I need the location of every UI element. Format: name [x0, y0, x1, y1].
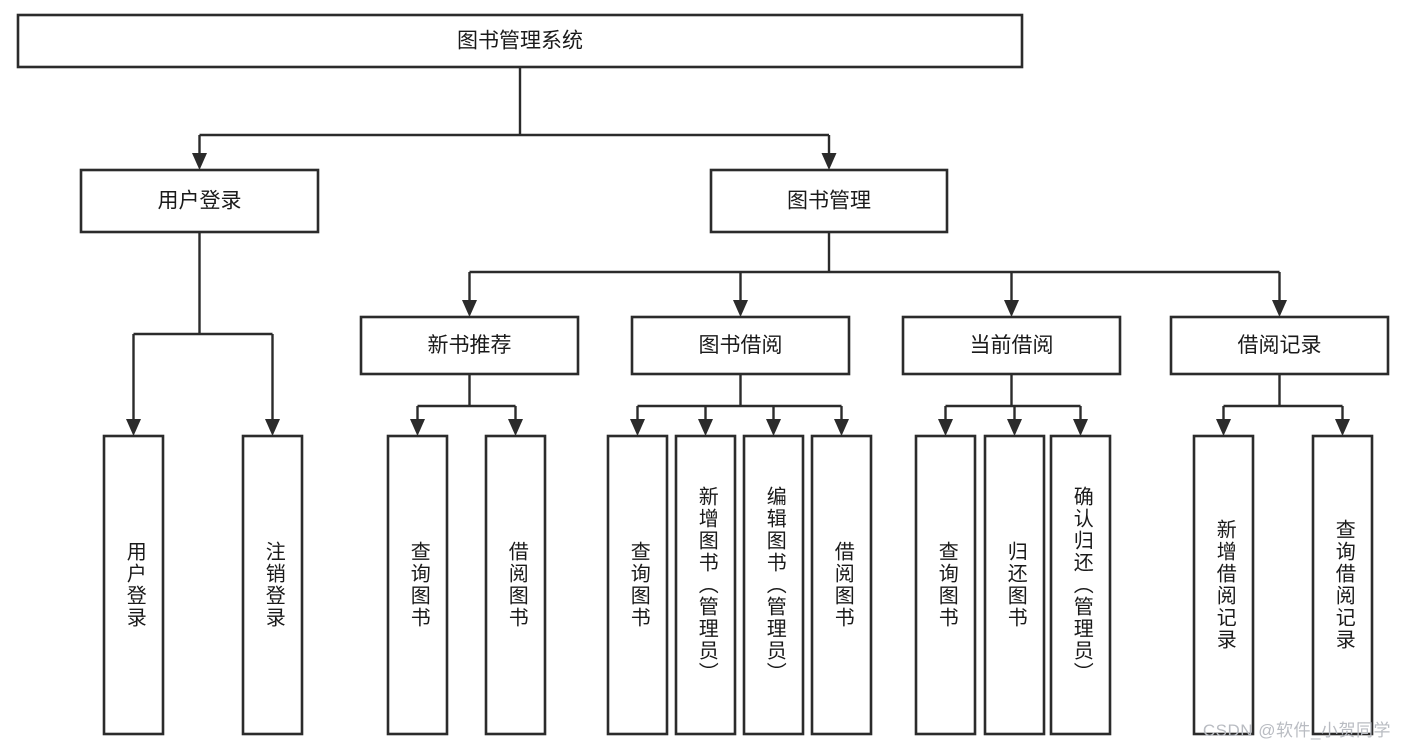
node-leaf-box[interactable] — [1192, 434, 1255, 736]
node-level3-label: 图书借阅 — [699, 334, 783, 357]
node-level3-label: 当前借阅 — [970, 334, 1054, 357]
node-level3-box[interactable] — [630, 315, 851, 376]
watermark-credit: CSDN @软件_小贺同学 — [1202, 721, 1391, 740]
node-level2-label: 用户登录 — [158, 190, 242, 213]
node-leaf-box[interactable] — [983, 434, 1046, 736]
node-level3-box[interactable] — [901, 315, 1122, 376]
node-level3-label: 新书推荐 — [428, 334, 512, 357]
arrow-head-icon — [938, 419, 953, 436]
node-leaf-box[interactable] — [810, 434, 873, 736]
node-leaf-box[interactable] — [102, 434, 165, 736]
arrow-head-icon — [766, 419, 781, 436]
node-leaf-box[interactable] — [484, 434, 547, 736]
arrow-head-icon — [462, 300, 477, 317]
node-leaf-box[interactable] — [606, 434, 669, 736]
node-level2-box[interactable] — [709, 168, 949, 234]
arrow-head-icon — [1216, 419, 1231, 436]
node-leaf-box[interactable] — [1049, 434, 1112, 736]
node-level2-label: 图书管理 — [787, 190, 871, 213]
arrow-head-icon — [821, 153, 837, 170]
node-leaf-box[interactable] — [674, 434, 737, 736]
arrow-head-icon — [733, 300, 748, 317]
node-leaf-box[interactable] — [241, 434, 304, 736]
arrow-head-icon — [508, 419, 523, 436]
node-level3-box[interactable] — [1169, 315, 1390, 376]
arrow-head-icon — [1004, 300, 1019, 317]
arrow-head-icon — [1073, 419, 1088, 436]
node-level3-box[interactable] — [359, 315, 580, 376]
arrow-head-icon — [1007, 419, 1022, 436]
arrow-head-icon — [1272, 300, 1287, 317]
node-leaf-box[interactable] — [386, 434, 449, 736]
arrow-head-icon — [410, 419, 425, 436]
connectors-layer — [126, 67, 1350, 436]
arrow-head-icon — [192, 153, 207, 170]
arrow-head-icon — [1335, 419, 1350, 436]
arrow-head-icon — [265, 419, 280, 436]
arrow-head-icon — [126, 419, 141, 436]
node-leaf-box[interactable] — [1311, 434, 1374, 736]
node-level2-box[interactable] — [79, 168, 320, 234]
node-leaf-box[interactable] — [914, 434, 977, 736]
node-level3-label: 借阅记录 — [1238, 334, 1322, 357]
boxes-layer — [16, 13, 1390, 736]
node-root-label: 图书管理系统 — [457, 30, 583, 53]
arrow-head-icon — [698, 419, 713, 436]
arrow-head-icon — [834, 419, 849, 436]
arrow-head-icon — [630, 419, 645, 436]
node-leaf-box[interactable] — [742, 434, 805, 736]
node-root-box[interactable] — [16, 13, 1024, 69]
